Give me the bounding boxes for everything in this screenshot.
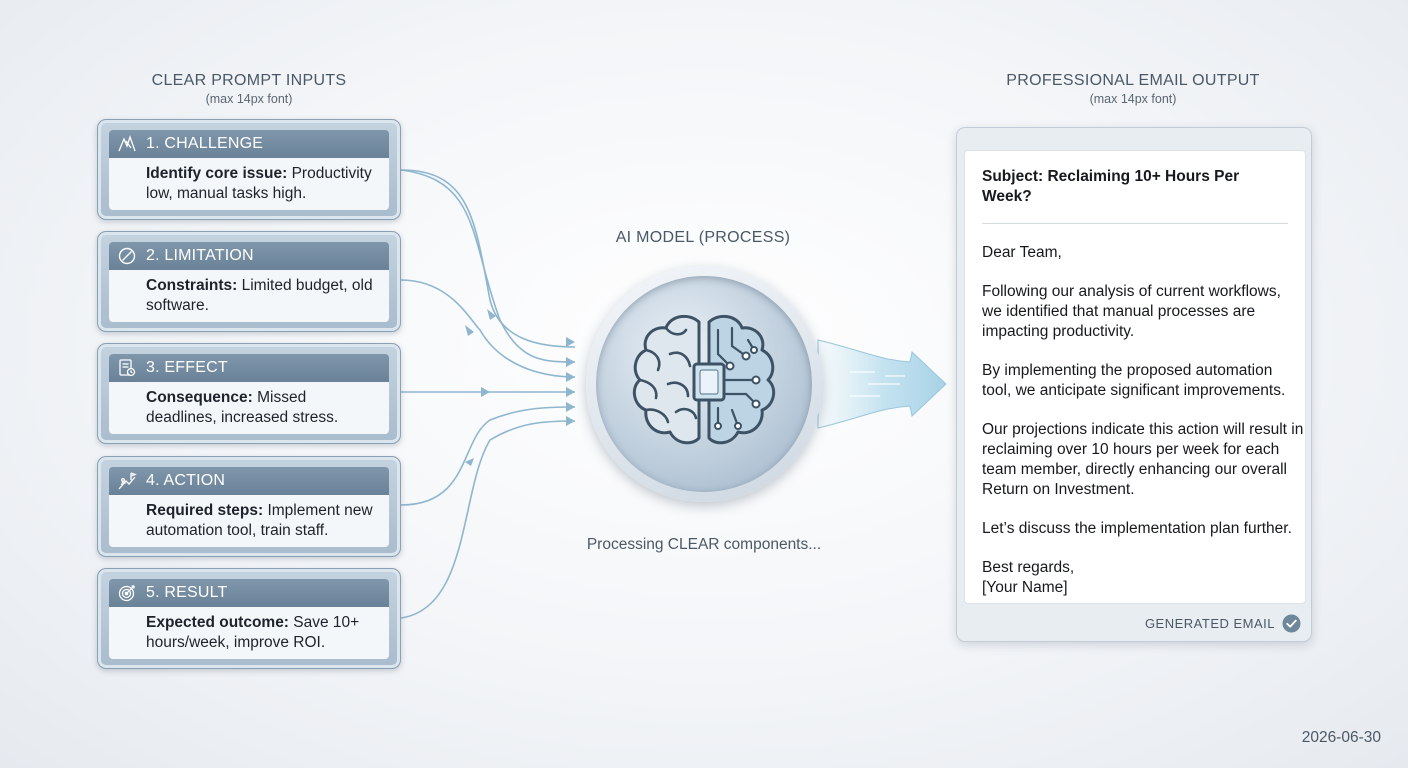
email-paragraph: Let’s discuss the implementation plan fu…: [982, 520, 1292, 537]
input-card-result: 5. RESULT Expected outcome: Save 10+ hou…: [97, 568, 401, 669]
card-title: 1. CHALLENGE: [146, 135, 264, 152]
output-title: PROFESSIONAL EMAIL OUTPUT: [1006, 72, 1260, 89]
card-text: Missed deadlines, increased stress.: [146, 389, 339, 426]
email-output-panel: Subject: Reclaiming 10+ Hours Per Week? …: [956, 127, 1312, 642]
flow-line-action: [400, 406, 576, 506]
card-label: Required steps:: [146, 502, 264, 519]
card-body: Expected outcome: Save 10+ hours/week, i…: [109, 607, 389, 659]
climber-flag-icon: [117, 471, 137, 491]
card-title: 5. RESULT: [146, 584, 228, 601]
flow-line-limitation: [400, 279, 576, 378]
card-label: Identify core issue:: [146, 165, 288, 182]
email-paragraph: By implementing the proposed automation …: [982, 362, 1286, 399]
flow-arrowhead: [481, 387, 490, 397]
email-paragraph: Our projections indicate this action wil…: [982, 421, 1304, 498]
flow-arrowhead: [487, 309, 496, 320]
card-header: 4. ACTION: [109, 467, 389, 495]
flow-line-result: [400, 420, 576, 619]
card-body: Identify core issue: Productivity low, m…: [109, 158, 389, 210]
card-body: Constraints: Limited budget, old softwar…: [109, 270, 389, 322]
email-footer: GENERATED EMAIL: [1145, 614, 1301, 633]
card-title: 4. ACTION: [146, 472, 226, 489]
no-entry-icon: [117, 246, 137, 266]
card-text: Implement new automation tool, train sta…: [146, 502, 373, 539]
card-text: Save 10+ hours/week, improve ROI.: [146, 614, 360, 651]
email-paragraph: Following our analysis of current workfl…: [982, 283, 1281, 340]
inputs-subtitle: (max 14px font): [205, 92, 293, 106]
card-header: 5. RESULT: [109, 579, 389, 607]
email-signature: [Your Name]: [982, 579, 1068, 596]
input-card-effect: 3. EFFECT Consequence: Missed deadlines,…: [97, 343, 401, 444]
inputs-header: CLEAR PROMPT INPUTS (max 14px font): [129, 72, 369, 106]
flow-arrowhead: [566, 357, 575, 367]
card-body: Consequence: Missed deadlines, increased…: [109, 382, 389, 434]
target-icon: [117, 583, 137, 603]
card-title: 3. EFFECT: [146, 359, 228, 376]
email-signoff: Best regards,: [982, 559, 1075, 576]
check-circle-icon: [1282, 614, 1301, 633]
flow-arrowhead: [566, 337, 575, 347]
model-title: AI MODEL (PROCESS): [615, 229, 791, 246]
model-caption: Processing CLEAR components...: [586, 536, 822, 553]
card-text: Limited budget, old software.: [146, 277, 373, 314]
input-card-limitation: 2. LIMITATION Constraints: Limited budge…: [97, 231, 401, 332]
card-header: 1. CHALLENGE: [109, 130, 389, 158]
document-clock-icon: [117, 358, 137, 378]
flow-arrowhead: [566, 402, 575, 412]
card-label: Constraints:: [146, 277, 238, 294]
output-subtitle: (max 14px font): [1089, 92, 1177, 106]
card-header: 2. LIMITATION: [109, 242, 389, 270]
flow-arrowhead: [465, 325, 474, 336]
card-label: Expected outcome:: [146, 614, 289, 631]
date-stamp: 2026-06-30: [1301, 729, 1381, 746]
ai-model-badge: [586, 266, 822, 502]
email-document: Subject: Reclaiming 10+ Hours Per Week? …: [964, 150, 1306, 604]
flow-arrowhead: [566, 416, 575, 426]
input-card-action: 4. ACTION Required steps: Implement new …: [97, 456, 401, 557]
email-greeting: Dear Team,: [982, 244, 1062, 261]
card-title: 2. LIMITATION: [146, 247, 254, 264]
email-subject: Subject: Reclaiming 10+ Hours Per Week?: [982, 167, 1288, 224]
ai-model-disc: [596, 276, 812, 492]
card-label: Consequence:: [146, 389, 253, 406]
flow-line-challenge-b: [400, 169, 576, 363]
input-card-challenge: 1. CHALLENGE Identify core issue: Produc…: [97, 119, 401, 220]
flow-arrowhead: [465, 458, 474, 466]
generated-email-label: GENERATED EMAIL: [1144, 616, 1275, 631]
inputs-title: CLEAR PROMPT INPUTS: [151, 72, 347, 89]
flow-line-challenge: [400, 169, 576, 348]
card-header: 3. EFFECT: [109, 354, 389, 382]
card-text: Productivity low, manual tasks high.: [146, 165, 372, 202]
flow-arrowhead: [566, 387, 575, 397]
chart-peaks-icon: [117, 134, 137, 154]
output-header: PROFESSIONAL EMAIL OUTPUT (max 14px font…: [993, 72, 1273, 106]
flow-arrowhead: [566, 372, 575, 382]
card-body: Required steps: Implement new automation…: [109, 495, 389, 547]
brain-circuit-icon: [632, 314, 776, 445]
